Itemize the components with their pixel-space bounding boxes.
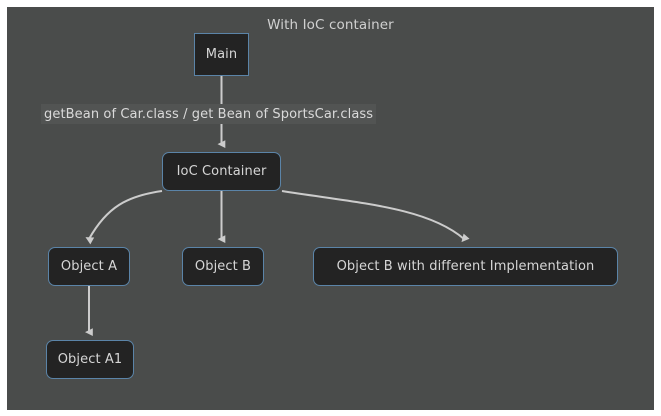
node-object-a[interactable]: Object A <box>48 247 130 286</box>
node-ioc-container[interactable]: IoC Container <box>162 152 281 191</box>
node-object-a1[interactable]: Object A1 <box>46 340 134 379</box>
page-title: With IoC container <box>267 17 394 33</box>
diagram-card: With IoC container getBean of Car.class … <box>7 7 654 410</box>
edge-ioc-to-objectA <box>85 190 163 245</box>
node-main[interactable]: Main <box>194 33 249 76</box>
node-object-b-alt-implementation[interactable]: Object B with different Implementation <box>313 247 618 286</box>
edge-ioc-to-objectBalt <box>281 190 470 243</box>
node-object-b[interactable]: Object B <box>182 247 264 286</box>
edge-label-getbean: getBean of Car.class / get Bean of Sport… <box>41 104 377 124</box>
